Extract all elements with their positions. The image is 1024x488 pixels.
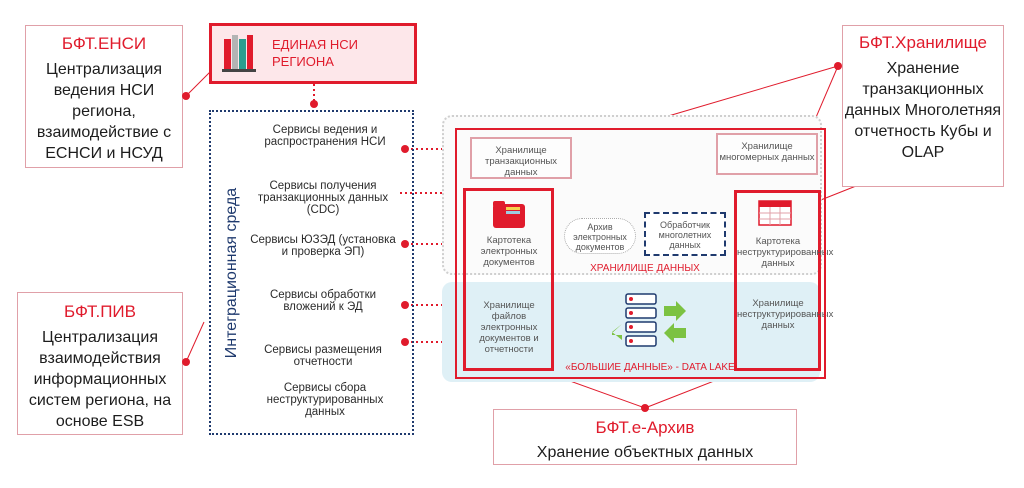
callout-ensi-dot <box>182 92 190 100</box>
card-unstructured-label: Картотека неструктурированных данных <box>737 236 834 269</box>
callout-earchive: БФТ.е-Архив Хранение объектных данных <box>493 409 797 465</box>
callout-ensi: БФТ.ЕНСИ Централизация ведения НСИ регио… <box>25 25 183 168</box>
multidim-storage-label: Хранилище многомерных данных <box>719 141 815 163</box>
callout-piv-text: Централизация взаимодействия информацион… <box>28 329 172 430</box>
callout-storage: БФТ.Хранилище Хранение транзакционных да… <box>842 25 1004 187</box>
callout-piv: БФТ.ПИВ Централизация взаимодействия инф… <box>17 292 183 435</box>
callout-ensi-title: БФТ.ЕНСИ <box>61 34 147 53</box>
service-nsi: Сервисы ведения и распространения НСИ <box>264 124 386 148</box>
callout-storage-text: Хранение транзакционных данных Многолетн… <box>844 60 1002 161</box>
service-unstructured: Сервисы сбора неструктурированных данных <box>266 382 384 418</box>
integration-box <box>209 110 414 435</box>
nsi-box: ЕДИНАЯ НСИ РЕГИОНА <box>209 23 417 84</box>
callout-piv-dot <box>182 358 190 366</box>
multiyear-handler-box: Обработчик многолетних данных <box>644 212 726 256</box>
transactional-storage-label: Хранилище транзакционных данных <box>484 145 558 178</box>
callout-storage-title: БФТ.Хранилище <box>859 33 987 52</box>
service-dot-nsi <box>401 145 409 153</box>
data-lake-label: «БОЛЬШИЕ ДАННЫЕ» - DATA LAKE <box>565 362 735 373</box>
server-icon <box>612 293 686 347</box>
service-cdc: Сервисы получения транзакционных данных … <box>257 180 389 216</box>
table-icon <box>758 200 792 226</box>
multiyear-handler-label: Обработчик многолетних данных <box>658 220 712 250</box>
callout-ensi-text: Централизация ведения НСИ региона, взаим… <box>36 61 172 162</box>
card-electronic-label: Картотека электронных документов <box>480 235 538 268</box>
integration-label: Интеграционная среда <box>223 187 240 359</box>
folder-icon <box>493 201 525 228</box>
archive-docs-box: Архив электронных документов <box>564 218 636 254</box>
transactional-storage-box: Хранилище транзакционных данных <box>470 137 572 179</box>
unstructured-column <box>734 190 821 371</box>
file-storage-label: Хранилище файлов электронных документов … <box>479 300 539 355</box>
archive-docs-label: Архив электронных документов <box>573 222 627 252</box>
nsi-label: ЕДИНАЯ НСИ РЕГИОНА <box>272 37 358 69</box>
callout-storage-dot <box>834 62 842 70</box>
callout-earchive-title: БФТ.е-Архив <box>595 418 695 437</box>
service-dot-reporting <box>401 338 409 346</box>
service-attachments: Сервисы обработки вложений к ЭД <box>269 289 377 313</box>
callout-earchive-dot <box>641 404 649 412</box>
data-warehouse-label: ХРАНИЛИЩЕ ДАННЫХ <box>590 263 700 274</box>
service-reporting: Сервисы размещения отчетности <box>264 344 382 368</box>
callout-piv-title: БФТ.ПИВ <box>64 302 136 321</box>
multidim-storage-box: Хранилище многомерных данных <box>716 133 818 175</box>
service-dot-attachments <box>401 301 409 309</box>
service-yuzed: Сервисы ЮЗЭД (установка и проверка ЭП) <box>250 234 396 258</box>
books-icon <box>222 35 256 72</box>
nsi-dot <box>310 100 318 108</box>
callout-earchive-text: Хранение объектных данных <box>536 444 754 461</box>
unstructured-storage-label: Хранилище неструктурированных данных <box>737 298 834 331</box>
storage-outline <box>455 128 826 379</box>
service-dot-yuzed <box>401 240 409 248</box>
electronic-docs-column <box>463 188 554 371</box>
